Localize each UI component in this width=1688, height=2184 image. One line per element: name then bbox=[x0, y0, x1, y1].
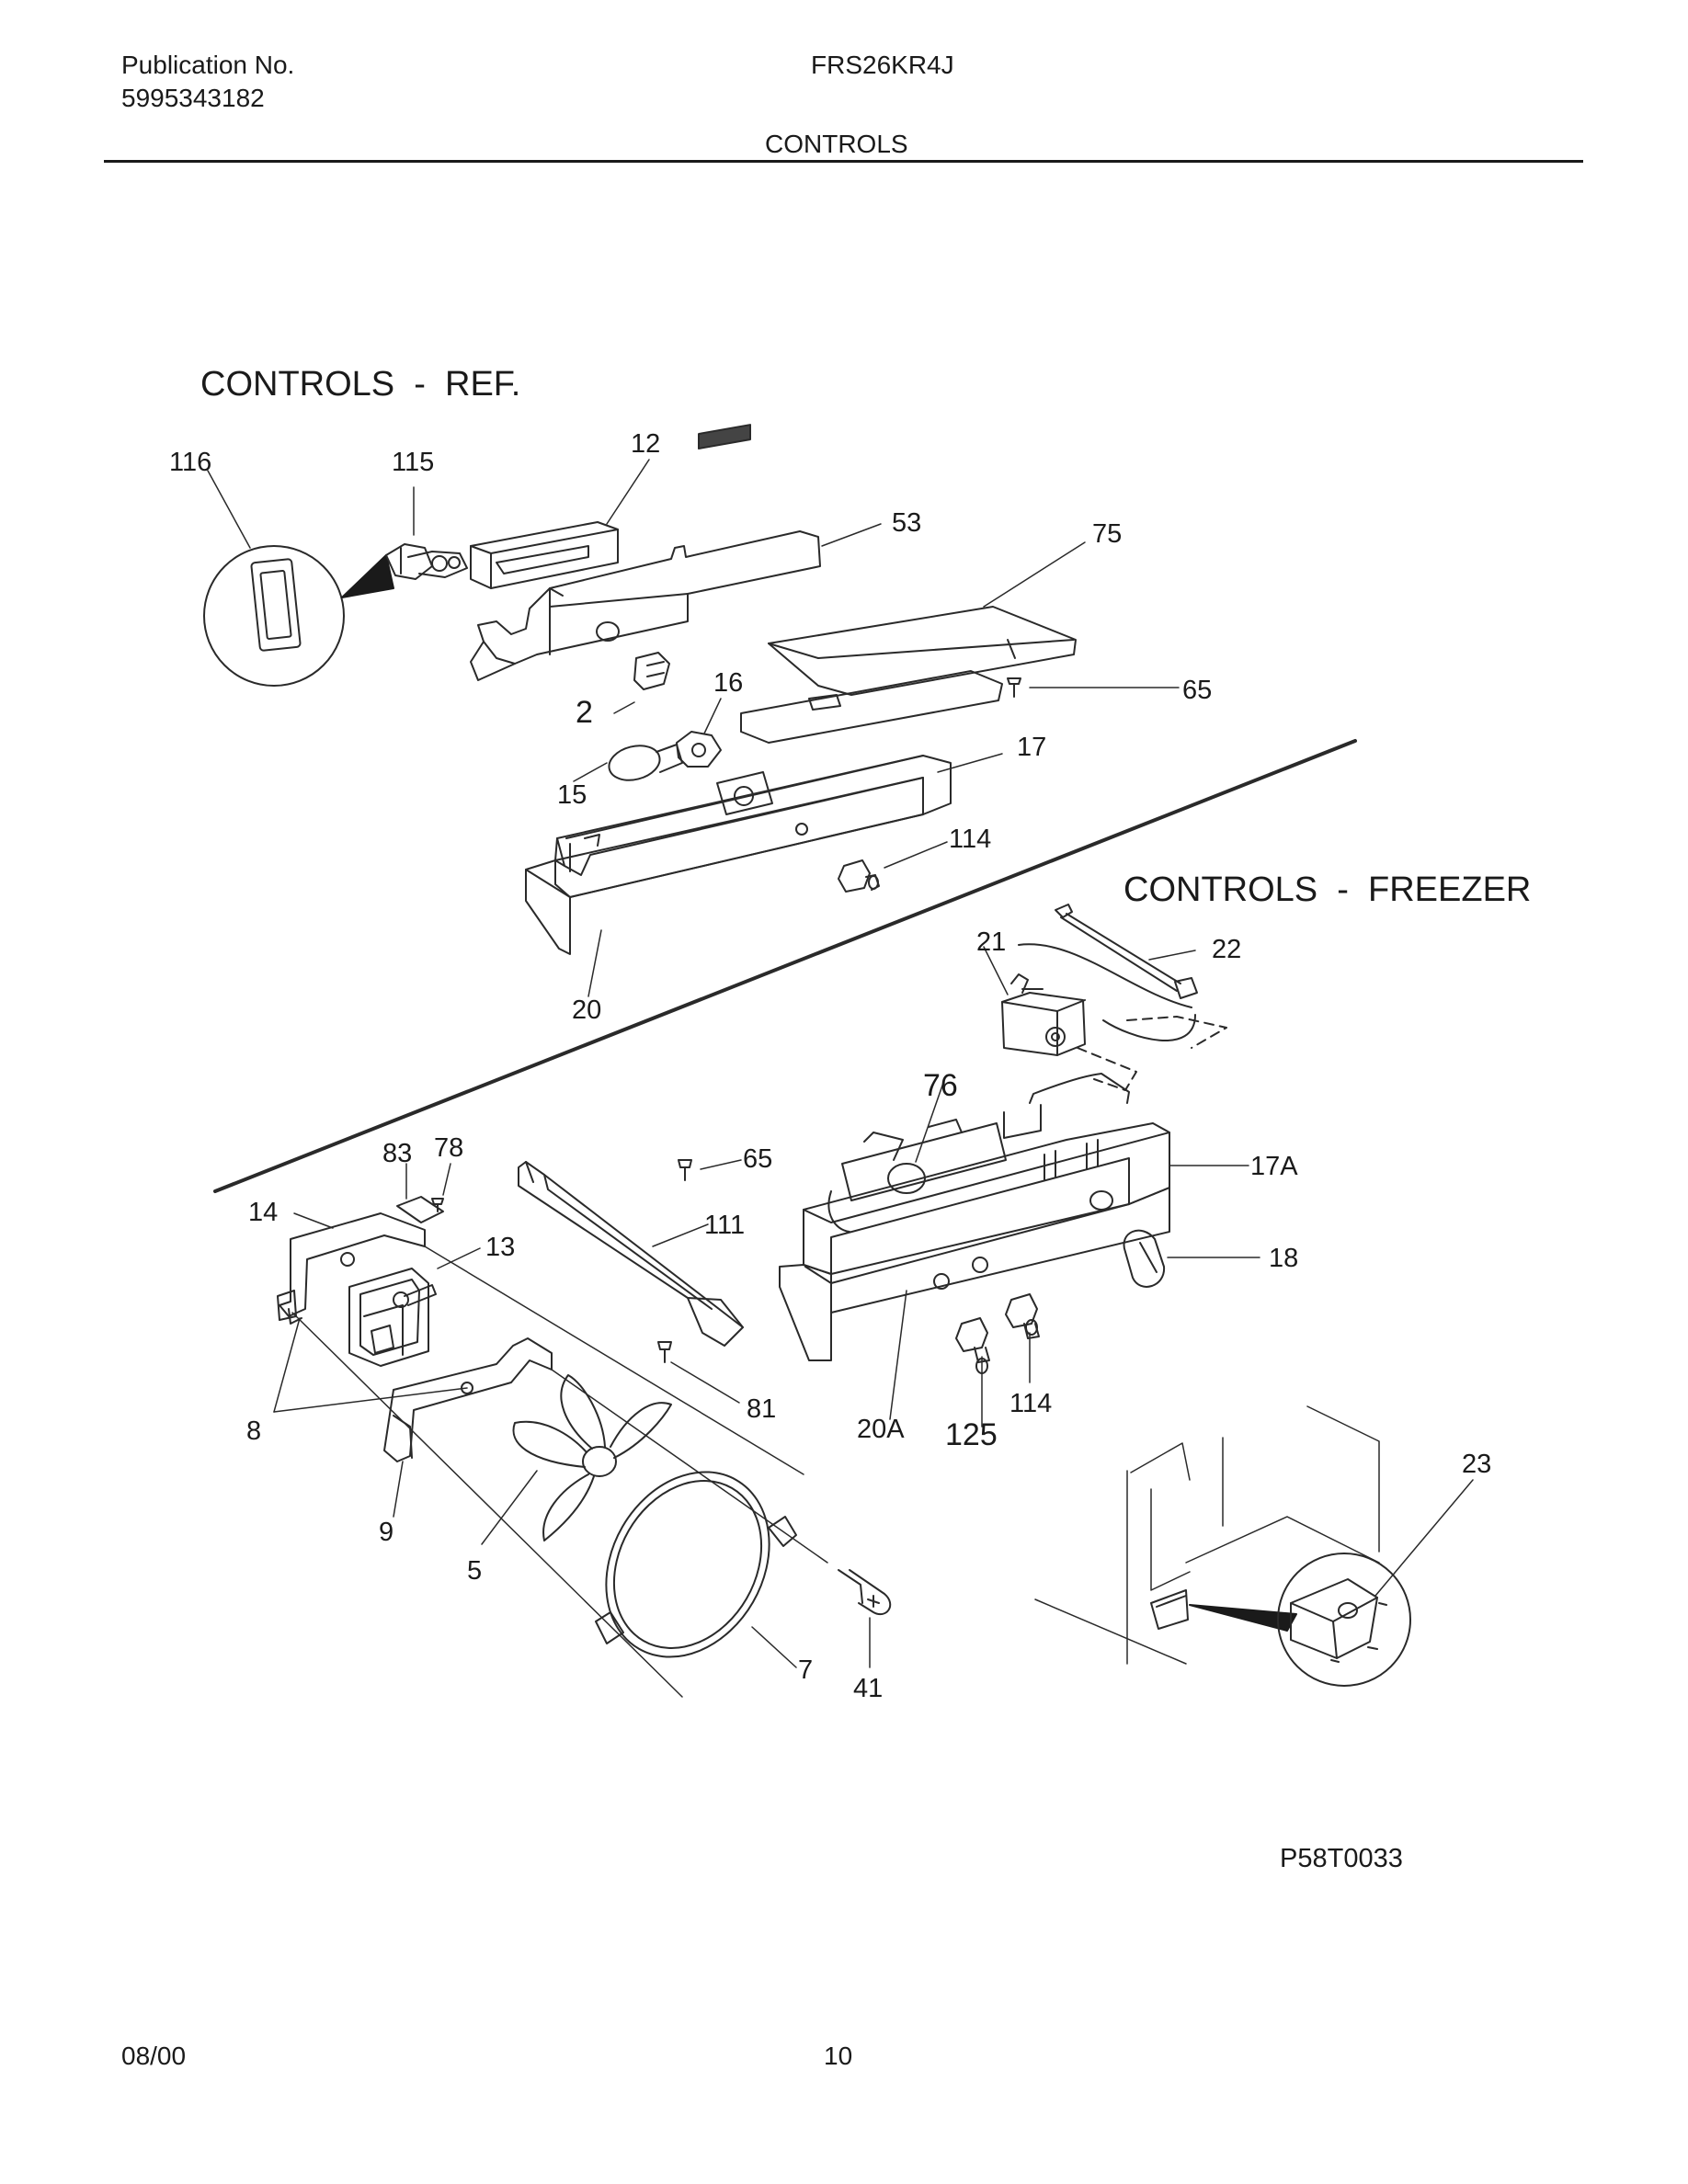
part-16-socket bbox=[676, 731, 722, 768]
leader-lines bbox=[207, 459, 1474, 1668]
thermostat-guide-dash bbox=[1077, 1047, 1137, 1091]
header-rule bbox=[104, 160, 1583, 163]
callout-2: 2 bbox=[576, 695, 593, 730]
callout-8: 8 bbox=[246, 1416, 261, 1446]
part-114-rotary-switch-upper bbox=[838, 859, 880, 893]
callout-17A: 17A bbox=[1250, 1152, 1298, 1181]
exploded-axis-lines bbox=[291, 1246, 828, 1698]
callout-53: 53 bbox=[892, 508, 921, 538]
part-75-air-baffle bbox=[740, 606, 1077, 744]
callout-75: 75 bbox=[1092, 519, 1122, 549]
callout-7: 7 bbox=[798, 1655, 813, 1685]
callout-81: 81 bbox=[747, 1394, 776, 1424]
callout-14: 14 bbox=[248, 1198, 278, 1227]
part-7-fan-shroud bbox=[595, 1471, 797, 1658]
publication-number: 5995343182 bbox=[121, 84, 265, 112]
callout-15: 15 bbox=[557, 780, 587, 810]
callout-76: 76 bbox=[923, 1068, 958, 1103]
part-65-screw-freezer bbox=[678, 1159, 692, 1181]
callout-21: 21 bbox=[976, 927, 1006, 957]
callout-115: 115 bbox=[392, 448, 434, 477]
part-41-screw bbox=[838, 1569, 892, 1615]
part-81-screw bbox=[657, 1341, 672, 1363]
ref-section-title: CONTROLS - REF. bbox=[200, 365, 520, 404]
callout-116: 116 bbox=[169, 448, 211, 477]
part-53-control-housing bbox=[470, 424, 821, 681]
part-125-switch bbox=[955, 1317, 990, 1374]
callout-12: 12 bbox=[631, 429, 660, 459]
part-83-clip bbox=[396, 1196, 444, 1223]
part-12-control-cover bbox=[470, 521, 619, 589]
callout-9: 9 bbox=[379, 1518, 393, 1547]
part-13-fan-motor bbox=[348, 1268, 437, 1367]
callout-5: 5 bbox=[467, 1556, 482, 1586]
part-2-knob bbox=[633, 652, 670, 690]
callout-125: 125 bbox=[945, 1417, 998, 1452]
section-divider-line bbox=[213, 739, 1357, 1193]
detail-pointer bbox=[341, 554, 394, 598]
part-78-screw bbox=[431, 1198, 444, 1212]
part-20-front-trim bbox=[525, 777, 924, 955]
callout-17: 17 bbox=[1017, 733, 1046, 762]
callout-83: 83 bbox=[382, 1139, 412, 1168]
drawing-code: P58T0033 bbox=[1280, 1844, 1403, 1873]
part-111-air-duct bbox=[518, 1161, 744, 1347]
model-number: FRS26KR4J bbox=[811, 51, 954, 79]
page-number: 10 bbox=[824, 2042, 853, 2070]
callout-114-upper: 114 bbox=[949, 825, 991, 854]
detail-pointer-23 bbox=[1189, 1604, 1297, 1632]
part-18-knob bbox=[1123, 1229, 1166, 1288]
footer-date: 08/00 bbox=[121, 2042, 187, 2070]
callout-22: 22 bbox=[1212, 935, 1241, 964]
part-15-light-bulb bbox=[608, 744, 683, 781]
callout-13: 13 bbox=[485, 1233, 515, 1262]
callout-78: 78 bbox=[434, 1133, 463, 1163]
freezer-section-title: CONTROLS - FREEZER bbox=[1123, 870, 1531, 909]
callout-41: 41 bbox=[853, 1674, 883, 1703]
publication-label: Publication No. bbox=[121, 51, 295, 79]
gasket-detail-circle bbox=[203, 545, 345, 687]
part-23-detail-circle bbox=[1277, 1553, 1411, 1687]
part-22-sensing-tube bbox=[1018, 904, 1227, 1049]
callout-65-freezer: 65 bbox=[743, 1144, 772, 1174]
part-5-fan-blade bbox=[512, 1374, 672, 1541]
callout-111: 111 bbox=[704, 1211, 745, 1240]
part-17A-freezer-control-housing bbox=[803, 1073, 1170, 1275]
callout-114-lower: 114 bbox=[1009, 1389, 1052, 1418]
callout-65-upper: 65 bbox=[1182, 676, 1212, 705]
part-21-thermostat bbox=[1001, 973, 1086, 1056]
callout-20: 20 bbox=[572, 995, 601, 1025]
part-20A-freezer-front-trim bbox=[779, 1187, 1170, 1361]
callout-20A: 20A bbox=[857, 1415, 905, 1444]
section-title: CONTROLS bbox=[765, 130, 908, 158]
part-114-switch-lower bbox=[1005, 1293, 1040, 1339]
part-65-screw-upper bbox=[1007, 677, 1021, 698]
part-115-light-socket bbox=[385, 543, 468, 580]
callout-18: 18 bbox=[1269, 1244, 1298, 1273]
cabinet-corner-outline bbox=[1034, 1405, 1380, 1665]
callout-16: 16 bbox=[713, 668, 743, 698]
callout-23: 23 bbox=[1462, 1450, 1491, 1479]
